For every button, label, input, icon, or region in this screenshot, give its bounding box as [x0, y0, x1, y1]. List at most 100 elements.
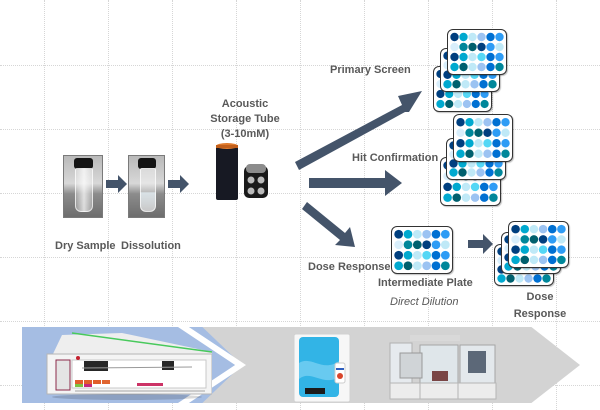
well [458, 168, 467, 177]
well [422, 261, 432, 271]
vial-icon [75, 168, 94, 213]
grid-line [44, 0, 45, 410]
well [492, 128, 501, 137]
well [459, 42, 468, 52]
well [468, 42, 477, 52]
well [443, 182, 452, 192]
grid-line [364, 0, 365, 410]
well [456, 149, 465, 158]
grid-line [0, 321, 600, 322]
final-dose-response-label: Dose Response [505, 289, 575, 323]
well [483, 128, 492, 137]
well [538, 235, 548, 244]
well [483, 149, 492, 158]
grid-line [0, 193, 600, 194]
well [465, 139, 474, 148]
well [465, 128, 474, 137]
well [520, 235, 530, 244]
arrow-dose-response-icon [302, 202, 355, 247]
storage-title-line: Storage Tube [210, 113, 280, 125]
well [468, 62, 477, 72]
well [501, 139, 510, 148]
well [452, 182, 462, 192]
well [511, 245, 520, 254]
grid-line [0, 129, 600, 130]
well [403, 240, 413, 250]
well [452, 193, 462, 202]
hit-confirmation-label: Hit Confirmation [352, 152, 439, 164]
well [520, 245, 530, 254]
well [431, 261, 441, 271]
final-label-line: Dose [526, 291, 554, 303]
well [533, 274, 542, 283]
well [452, 80, 461, 89]
grid-line [236, 0, 237, 410]
well [431, 240, 441, 250]
well [467, 168, 476, 177]
well [529, 245, 539, 254]
well [547, 255, 557, 265]
dose-response-label: Dose Response [308, 261, 391, 273]
well [394, 240, 404, 250]
well [462, 99, 472, 109]
assay-plate [453, 114, 513, 162]
well [394, 261, 404, 271]
well [477, 62, 486, 72]
arrow-primary-screen-icon [295, 91, 422, 170]
well [501, 118, 510, 127]
well [440, 261, 450, 271]
well [431, 250, 441, 260]
well [492, 118, 501, 127]
storage-title-line: Acoustic [221, 98, 269, 110]
well [547, 245, 557, 254]
well [486, 32, 495, 42]
well [520, 224, 530, 234]
well [443, 193, 452, 202]
well [412, 250, 422, 260]
well-grid [450, 32, 504, 72]
well [436, 99, 445, 109]
arrow-right-icon [106, 175, 127, 193]
well [461, 182, 471, 192]
well [461, 80, 470, 89]
well [412, 240, 422, 250]
well [477, 42, 486, 52]
primary-screen-label: Primary Screen [330, 64, 411, 76]
grid-line [108, 0, 109, 410]
vial-cap [138, 158, 156, 170]
well [495, 52, 504, 62]
well [468, 32, 477, 42]
well [450, 32, 459, 42]
well [445, 99, 454, 109]
assay-plate [447, 29, 507, 75]
dry-sample-label: Dry Sample [55, 240, 116, 252]
well [465, 118, 474, 127]
well [542, 274, 551, 283]
well [459, 32, 468, 42]
well [492, 149, 501, 158]
well [474, 149, 483, 158]
branch-arrows [295, 91, 422, 247]
well [486, 52, 495, 62]
well [511, 224, 520, 234]
well [450, 42, 459, 52]
well [529, 224, 539, 234]
well [440, 240, 450, 250]
well [436, 89, 445, 99]
well [501, 149, 510, 158]
well [515, 274, 524, 283]
well [449, 168, 458, 177]
grid-line [556, 0, 557, 410]
well [474, 128, 483, 137]
well [506, 274, 515, 283]
well [403, 261, 413, 271]
well [485, 168, 494, 177]
well [483, 139, 492, 148]
dry-sample-photo [63, 155, 103, 218]
well [474, 118, 483, 127]
well [479, 182, 489, 192]
well [477, 52, 486, 62]
well [453, 99, 463, 109]
well [524, 274, 533, 283]
well [529, 255, 539, 265]
